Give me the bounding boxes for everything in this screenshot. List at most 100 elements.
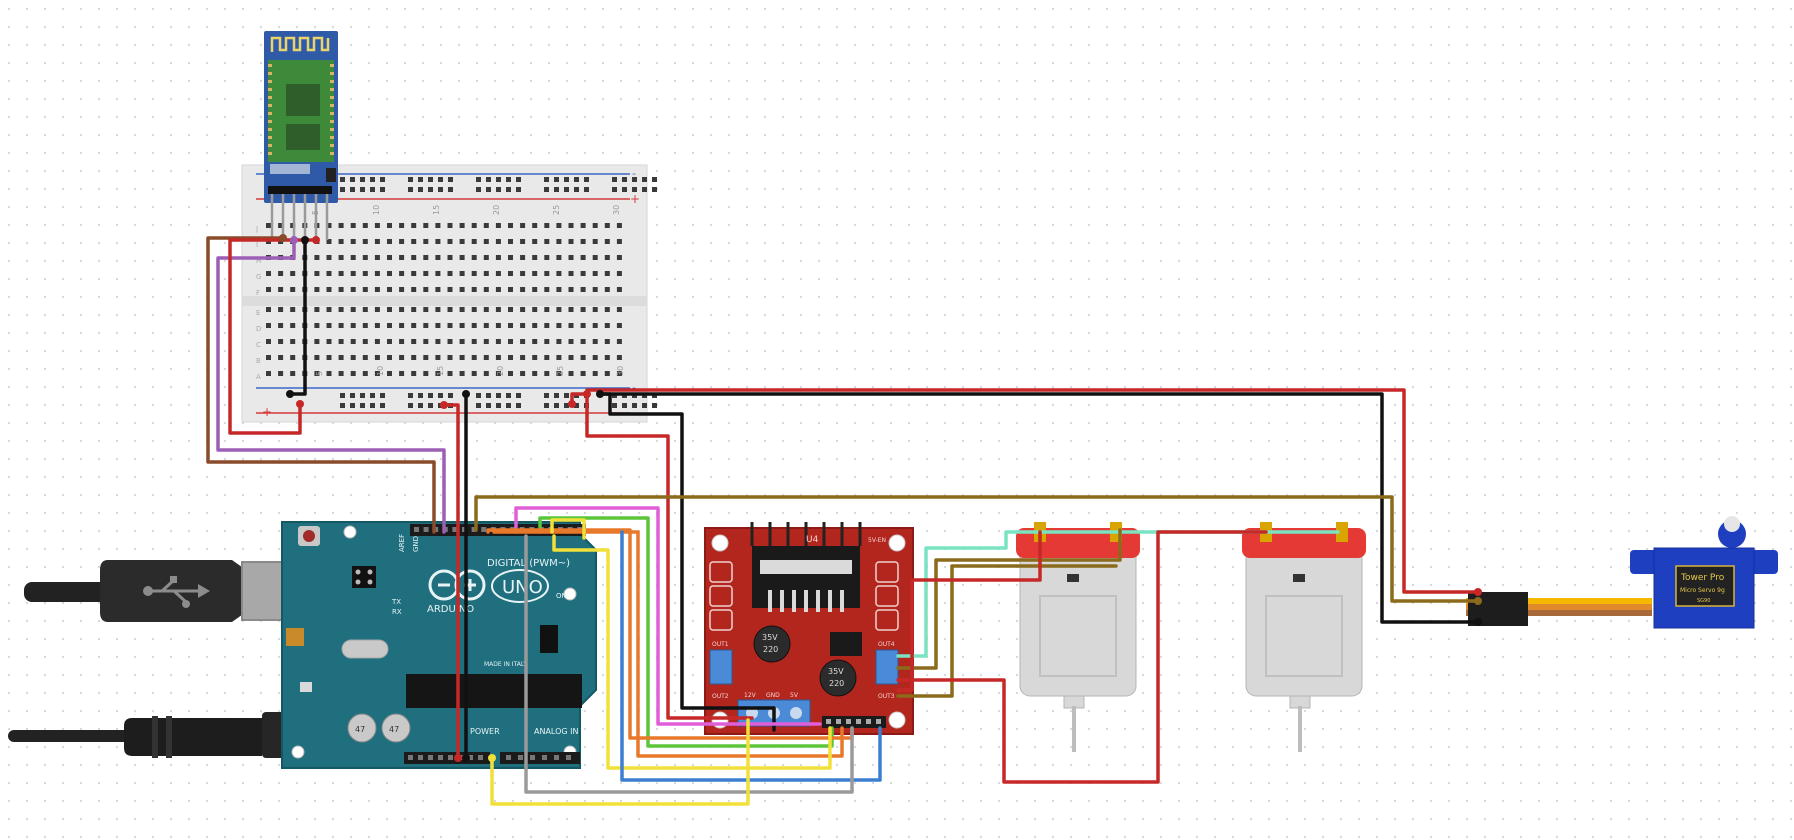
rail-hole[interactable]	[486, 403, 491, 408]
breadboard-hole[interactable]	[544, 271, 550, 276]
breadboard-hole[interactable]	[423, 255, 429, 260]
breadboard-hole[interactable]	[544, 255, 550, 260]
breadboard-hole[interactable]	[495, 223, 501, 228]
breadboard-hole[interactable]	[447, 239, 453, 244]
wire-yellow-power[interactable]	[490, 718, 750, 806]
wire-yellow-1[interactable]	[552, 534, 832, 770]
rail-hole[interactable]	[438, 177, 443, 182]
breadboard-hole[interactable]	[508, 287, 513, 292]
breadboard-hole[interactable]	[290, 307, 296, 312]
rail-hole[interactable]	[360, 393, 365, 398]
breadboard-hole[interactable]	[423, 339, 429, 344]
breadboard-hole[interactable]	[423, 223, 429, 228]
breadboard-hole[interactable]	[459, 239, 465, 244]
breadboard-hole[interactable]	[374, 255, 380, 260]
rail-hole[interactable]	[408, 403, 413, 408]
breadboard-hole[interactable]	[520, 239, 526, 244]
breadboard-hole[interactable]	[411, 339, 417, 344]
breadboard-hole[interactable]	[350, 223, 356, 228]
rail-hole[interactable]	[516, 403, 521, 408]
breadboard-hole[interactable]	[399, 307, 405, 312]
rail-hole[interactable]	[642, 187, 647, 192]
breadboard-hole[interactable]	[387, 239, 392, 244]
breadboard-hole[interactable]	[362, 355, 368, 360]
rail-hole[interactable]	[496, 393, 501, 398]
breadboard-hole[interactable]	[532, 323, 538, 328]
breadboard-hole[interactable]	[326, 355, 332, 360]
rail-hole[interactable]	[340, 393, 345, 398]
wire-orange-1[interactable]	[492, 530, 844, 758]
rail-hole[interactable]	[428, 187, 433, 192]
wire-blue[interactable]	[620, 530, 882, 782]
breadboard-hole[interactable]	[508, 271, 513, 276]
arduino-pin-header-hole[interactable]	[452, 527, 458, 532]
wire-pink[interactable]	[514, 506, 822, 726]
rail-hole[interactable]	[642, 403, 647, 408]
breadboard-hole[interactable]	[326, 255, 332, 260]
breadboard-hole[interactable]	[447, 255, 453, 260]
breadboard-hole[interactable]	[266, 223, 271, 228]
arduino-pin-header-hole[interactable]	[471, 527, 477, 532]
breadboard-hole[interactable]	[592, 339, 598, 344]
breadboard-hole[interactable]	[423, 323, 429, 328]
breadboard-hole[interactable]	[411, 271, 417, 276]
breadboard-hole[interactable]	[314, 323, 320, 328]
breadboard-hole[interactable]	[471, 339, 477, 344]
breadboard-hole[interactable]	[362, 371, 368, 376]
breadboard-hole[interactable]	[278, 307, 284, 312]
breadboard-hole[interactable]	[387, 287, 392, 292]
breadboard-hole[interactable]	[568, 223, 574, 228]
rail-hole[interactable]	[428, 403, 433, 408]
breadboard-hole[interactable]	[532, 371, 538, 376]
wire-grey[interactable]	[524, 534, 854, 794]
breadboard-hole[interactable]	[423, 239, 429, 244]
breadboard-hole[interactable]	[580, 307, 586, 312]
rail-hole[interactable]	[506, 177, 511, 182]
breadboard-hole[interactable]	[326, 239, 332, 244]
breadboard-hole[interactable]	[314, 287, 320, 292]
breadboard-hole[interactable]	[459, 355, 465, 360]
wire-bt-black[interactable]	[288, 238, 307, 396]
breadboard-hole[interactable]	[508, 339, 513, 344]
rail-hole[interactable]	[564, 403, 569, 408]
rail-hole[interactable]	[506, 187, 511, 192]
breadboard-hole[interactable]	[532, 355, 538, 360]
rail-hole[interactable]	[544, 393, 549, 398]
breadboard-hole[interactable]	[604, 287, 610, 292]
breadboard-hole[interactable]	[580, 239, 586, 244]
breadboard-hole[interactable]	[350, 239, 356, 244]
breadboard-hole[interactable]	[278, 271, 284, 276]
breadboard-hole[interactable]	[338, 223, 344, 228]
rail-hole[interactable]	[418, 403, 423, 408]
breadboard-hole[interactable]	[435, 339, 441, 344]
rail-hole[interactable]	[584, 177, 589, 182]
breadboard-hole[interactable]	[483, 323, 489, 328]
wire-bt-red[interactable]	[228, 238, 318, 435]
arduino-analog-pin[interactable]	[518, 755, 523, 760]
breadboard-hole[interactable]	[580, 355, 586, 360]
breadboard-hole[interactable]	[508, 371, 513, 376]
breadboard-hole[interactable]	[290, 287, 296, 292]
breadboard-hole[interactable]	[374, 287, 380, 292]
rail-hole[interactable]	[340, 403, 345, 408]
breadboard-hole[interactable]	[483, 223, 489, 228]
breadboard-hole[interactable]	[399, 371, 405, 376]
breadboard-hole[interactable]	[459, 323, 465, 328]
breadboard-hole[interactable]	[495, 355, 501, 360]
wire-servo-signal-olive[interactable]	[474, 495, 1480, 603]
breadboard-hole[interactable]	[326, 287, 332, 292]
wire-bt-purple[interactable]	[216, 238, 446, 534]
rail-hole[interactable]	[554, 187, 559, 192]
breadboard-hole[interactable]	[447, 307, 453, 312]
breadboard-hole[interactable]	[568, 307, 574, 312]
breadboard-hole[interactable]	[616, 323, 622, 328]
breadboard-hole[interactable]	[447, 271, 453, 276]
breadboard-hole[interactable]	[495, 271, 501, 276]
breadboard-hole[interactable]	[495, 323, 501, 328]
breadboard-hole[interactable]	[326, 271, 332, 276]
rail-hole[interactable]	[584, 187, 589, 192]
rail-hole[interactable]	[350, 403, 355, 408]
breadboard-hole[interactable]	[338, 355, 344, 360]
breadboard-hole[interactable]	[447, 287, 453, 292]
rail-hole[interactable]	[632, 187, 637, 192]
